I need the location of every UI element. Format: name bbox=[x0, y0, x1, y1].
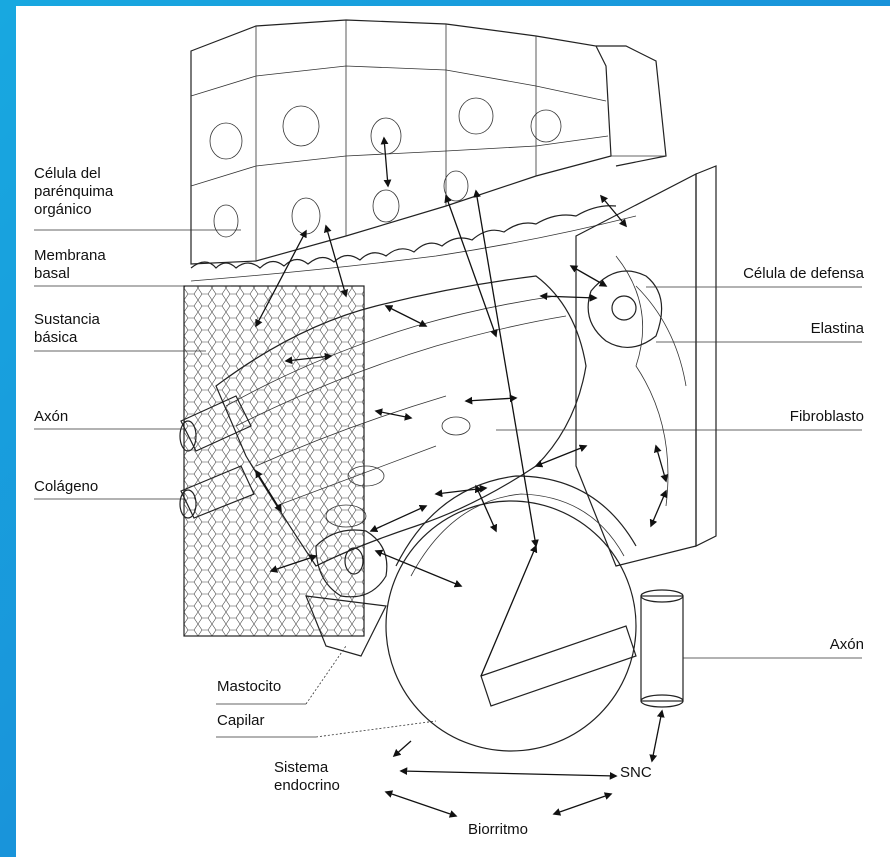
label-collagen: Colágeno bbox=[34, 478, 98, 496]
label-elastin: Elastina bbox=[811, 320, 864, 338]
label-fibroblast: Fibroblasto bbox=[790, 408, 864, 426]
label-cns: SNC bbox=[620, 764, 652, 782]
parenchyma-cells bbox=[191, 20, 666, 264]
label-biorhythm: Biorritmo bbox=[468, 821, 528, 839]
label-endocrine-system: Sistema endocrino bbox=[274, 759, 340, 795]
diagram-panel: Célula del parénquima orgánico Membrana … bbox=[16, 6, 890, 857]
label-parenchyma-cell: Célula del parénquima orgánico bbox=[34, 165, 113, 219]
label-mast-cell: Mastocito bbox=[217, 678, 281, 696]
label-capillary: Capilar bbox=[217, 712, 265, 730]
label-axon-right: Axón bbox=[830, 636, 864, 654]
label-ground-substance: Sustancia básica bbox=[34, 311, 100, 347]
basal-membrane bbox=[191, 206, 616, 268]
ground-substance-block bbox=[184, 286, 364, 636]
leader-lines bbox=[34, 230, 862, 737]
capillary bbox=[386, 476, 636, 751]
tissue-illustration bbox=[16, 6, 890, 857]
axon-right-cylinder bbox=[641, 590, 683, 707]
label-defense-cell: Célula de defensa bbox=[743, 265, 864, 283]
label-basal-membrane: Membrana basal bbox=[34, 247, 106, 283]
label-axon-left: Axón bbox=[34, 408, 68, 426]
elastin-slab bbox=[696, 166, 716, 546]
